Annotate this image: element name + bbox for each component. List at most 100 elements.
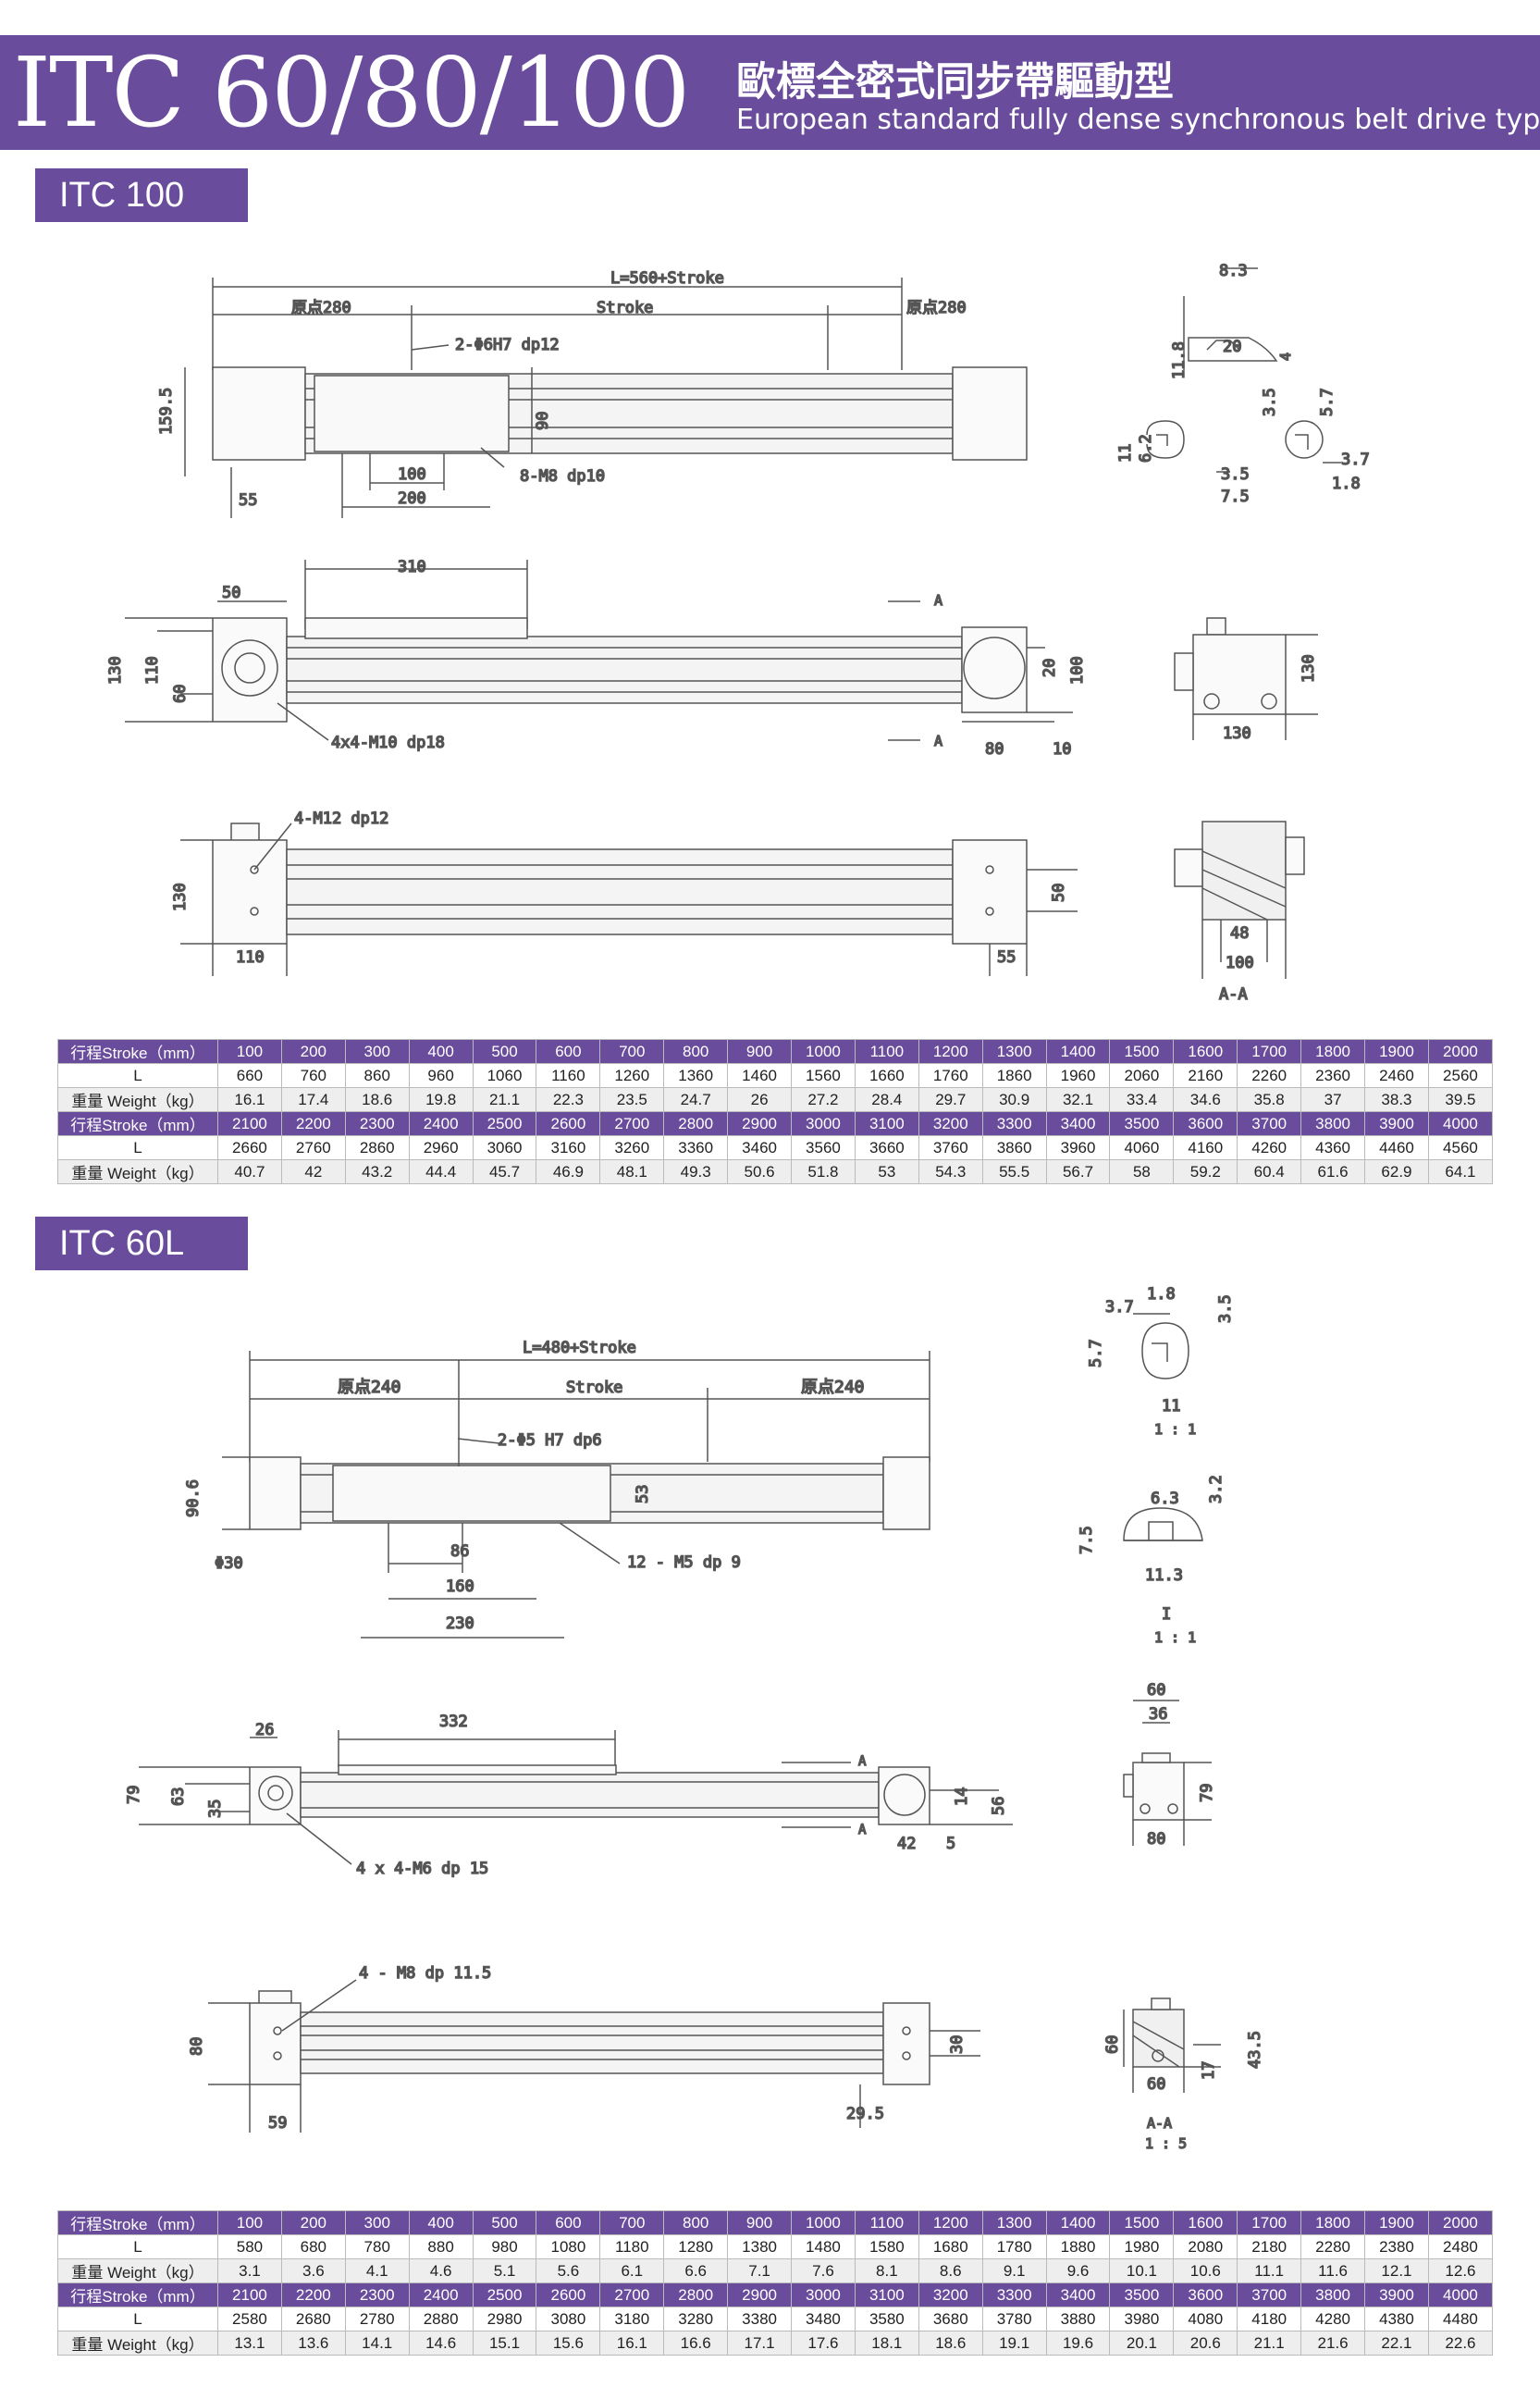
length-row-cell: 3880 xyxy=(1045,2307,1111,2331)
length-row-cell: 3780 xyxy=(981,2307,1047,2331)
dim60-42: 42 xyxy=(897,1835,916,1853)
dim60-79: 79 xyxy=(125,1786,143,1804)
dim-60: 60 xyxy=(171,685,190,703)
stroke-row-cell: 2900 xyxy=(727,2282,793,2307)
weight-row-cell: 5.6 xyxy=(536,2258,601,2283)
stroke-row-cell: 2400 xyxy=(408,1111,474,1136)
dim60-profile-I: I xyxy=(1162,1605,1171,1624)
length-row-cell: 2660 xyxy=(217,1135,282,1160)
stroke-row-cell: 2300 xyxy=(344,2282,410,2307)
weight-row-cell: 17.1 xyxy=(727,2331,793,2356)
length-row-cell: 1760 xyxy=(918,1063,983,1088)
length-row-cell: 3960 xyxy=(1045,1135,1111,1160)
stroke-row-cell: 3400 xyxy=(1045,2282,1111,2307)
length-row-cell: 3980 xyxy=(1109,2307,1175,2331)
length-row-cell: 1080 xyxy=(536,2234,601,2259)
length-row-cell: 3860 xyxy=(981,1135,1047,1160)
dim60-profile-scale-1: 1 : 1 xyxy=(1154,1421,1196,1438)
length-row-cell: 2580 xyxy=(217,2307,282,2331)
stroke-row-cell: 1300 xyxy=(981,1039,1047,1064)
length-row-cell: 1160 xyxy=(536,1063,601,1088)
length-row-cell: 3480 xyxy=(791,2307,856,2331)
length-row-cell: 3260 xyxy=(599,1135,665,1160)
weight-row-cell: 3.6 xyxy=(280,2258,346,2283)
stroke-row-cell: 3800 xyxy=(1300,1111,1366,1136)
dim-aa-100: 100 xyxy=(1226,954,1254,972)
weight-row-cell: 22.6 xyxy=(1427,2331,1494,2356)
weight-row-cell: 10.6 xyxy=(1173,2258,1238,2283)
dim60-end-60: 60 xyxy=(1147,1681,1165,1700)
dim60-53: 53 xyxy=(634,1485,652,1503)
dim60-m8: 4 - M8 dp 11.5 xyxy=(359,1964,491,1983)
section60-label-aa: A-A xyxy=(1147,2115,1172,2132)
stroke-row-cell: 1400 xyxy=(1045,2210,1111,2235)
length-row-cell: 4060 xyxy=(1109,1135,1175,1160)
itc100-profile-details xyxy=(1146,267,1341,473)
dim60-profile-3.7: 3.7 xyxy=(1105,1298,1134,1317)
dim60-profile-3.5: 3.5 xyxy=(1216,1294,1235,1323)
dim60-holes: 12 - M5 dp 9 xyxy=(627,1553,741,1572)
weight-row-cell: 21.1 xyxy=(1237,2331,1302,2356)
dim-right-end: 原点280 xyxy=(906,299,967,317)
weight-row-cell: 50.6 xyxy=(727,1159,793,1184)
stroke-row-cell: 1600 xyxy=(1173,1039,1238,1064)
stroke-row-cell: 2800 xyxy=(663,1111,729,1136)
weight-row-cell: 4.1 xyxy=(344,2258,410,2283)
length-row-cell: 3380 xyxy=(727,2307,793,2331)
weight-row-cell: 27.2 xyxy=(791,1087,856,1112)
dim-55: 55 xyxy=(239,491,257,510)
length-row-cell: 4080 xyxy=(1173,2307,1238,2331)
stroke-row-cell: 3800 xyxy=(1300,2282,1366,2307)
dim60-profile-II: 11 xyxy=(1162,1397,1180,1416)
stroke-row-cell: 800 xyxy=(663,1039,729,1064)
dim60-aa-60: 60 xyxy=(1103,2035,1122,2054)
weight-row-cell: 6.6 xyxy=(663,2258,729,2283)
stroke-row-cell: 3900 xyxy=(1364,2282,1429,2307)
weight-row-cell: 45.7 xyxy=(472,1159,537,1184)
dim60-profile-3.2: 3.2 xyxy=(1207,1475,1226,1503)
weight-row-header: 重量 Weight（kg） xyxy=(57,1159,218,1184)
itc100-section-aa xyxy=(1174,821,1305,979)
length-row-cell: 1480 xyxy=(791,2234,856,2259)
length-row-cell: 1880 xyxy=(1045,2234,1111,2259)
length-row-cell: 3760 xyxy=(918,1135,983,1160)
dim-100-side: 100 xyxy=(1068,656,1087,685)
weight-row-cell: 4.6 xyxy=(408,2258,474,2283)
weight-row-cell: 6.1 xyxy=(599,2258,665,2283)
stroke-row-cell: 3500 xyxy=(1109,2282,1175,2307)
stroke-row-cell: 3200 xyxy=(918,1111,983,1136)
weight-row-cell: 58 xyxy=(1109,1159,1175,1184)
dim60-end-80: 80 xyxy=(1147,1830,1165,1849)
length-row-cell: 880 xyxy=(408,2234,474,2259)
itc100-side-view xyxy=(125,560,1073,741)
length-row-cell: 3060 xyxy=(472,1135,537,1160)
length-row-cell: 4160 xyxy=(1173,1135,1238,1160)
dim60-pins: 2-Φ5 H7 dp6 xyxy=(498,1431,602,1450)
length-row-cell: 980 xyxy=(472,2234,537,2259)
length-row-cell: 4180 xyxy=(1237,2307,1302,2331)
length-row-cell: 2180 xyxy=(1237,2234,1302,2259)
dim60-5: 5 xyxy=(946,1835,955,1853)
length-row-cell: 2080 xyxy=(1173,2234,1238,2259)
itc60l-end-view xyxy=(1123,1700,1212,1846)
dim-profile-11: 11 xyxy=(1116,444,1135,463)
stroke-row-header: 行程Stroke（mm） xyxy=(57,1111,218,1136)
weight-row-cell: 38.3 xyxy=(1364,1087,1429,1112)
section-label-itc100: ITC 100 xyxy=(35,168,248,222)
weight-row-cell: 40.7 xyxy=(217,1159,282,1184)
dim60-left-end: 原点240 xyxy=(338,1378,401,1397)
dim60-profile-11.3: 11.3 xyxy=(1145,1566,1183,1585)
stroke-row-cell: 500 xyxy=(472,2210,537,2235)
weight-row-cell: 5.1 xyxy=(472,2258,537,2283)
dim-200: 200 xyxy=(398,489,426,508)
stroke-row-cell: 3200 xyxy=(918,2282,983,2307)
length-row-cell: 1680 xyxy=(918,2234,983,2259)
itc60l-bottom-view xyxy=(208,1979,980,2133)
dim-80: 80 xyxy=(985,740,1004,759)
weight-row-cell: 43.2 xyxy=(344,1159,410,1184)
weight-row-cell: 9.1 xyxy=(981,2258,1047,2283)
header-banner: ITC 60/80/100 歐標全密式同步帶驅動型 European stand… xyxy=(0,35,1540,150)
